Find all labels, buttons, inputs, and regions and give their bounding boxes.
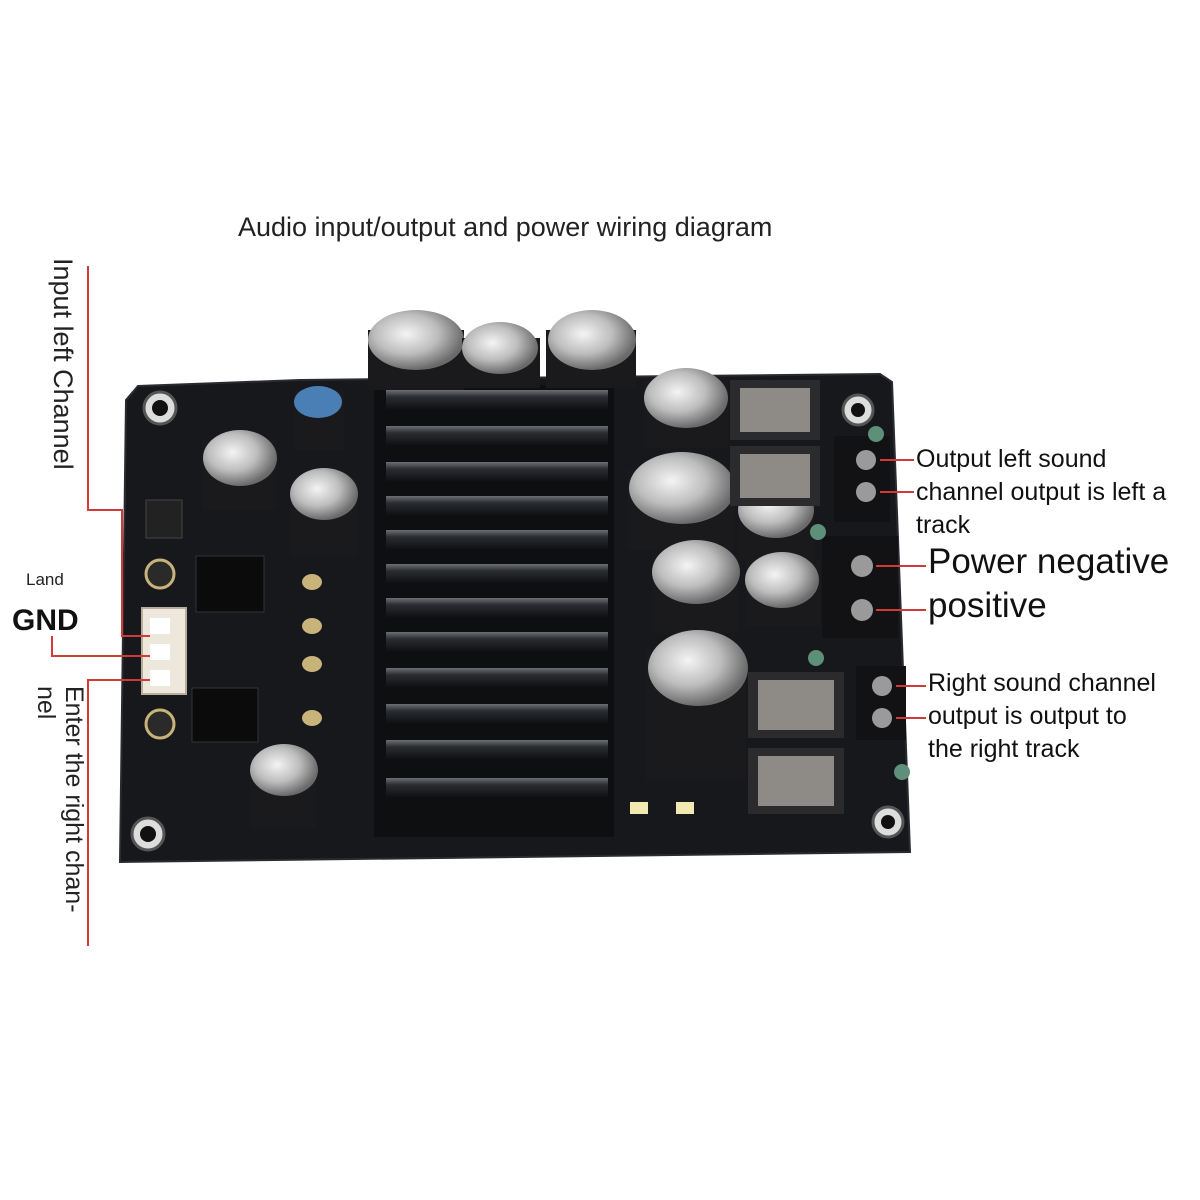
mount-hole bbox=[851, 403, 865, 417]
inductors bbox=[730, 380, 844, 814]
ic-chips bbox=[145, 499, 265, 743]
leader-lines bbox=[51, 266, 926, 946]
input-right-line-2: nel bbox=[32, 686, 60, 720]
input-left-channel-label: Input left Channel bbox=[48, 258, 78, 470]
diagram-title: Audio input/output and power wiring diag… bbox=[238, 212, 773, 242]
gnd-label: GND bbox=[12, 604, 79, 637]
output-right-line-2: output is output to bbox=[928, 702, 1127, 730]
mount-hole bbox=[140, 826, 156, 842]
output-left-line-3: track bbox=[916, 511, 971, 539]
power-label: Power negative positive bbox=[928, 540, 1169, 628]
output-right-line-1: Right sound channel bbox=[928, 669, 1156, 697]
input-connector bbox=[141, 607, 187, 695]
terminal-blocks bbox=[808, 426, 910, 780]
land-label: Land bbox=[26, 570, 64, 589]
led bbox=[676, 802, 694, 814]
led bbox=[630, 802, 648, 814]
mount-hole bbox=[152, 400, 168, 416]
input-right-line-1: Enter the right chan- bbox=[60, 686, 88, 913]
power-line-2: positive bbox=[928, 586, 1047, 625]
input-right-channel-label: Enter the right chan- nel bbox=[32, 686, 88, 913]
heatsink bbox=[374, 385, 614, 837]
output-left-line-1: Output left sound bbox=[916, 445, 1107, 473]
output-left-line-2: channel output is left a bbox=[916, 478, 1167, 506]
output-left-label: Output left sound channel output is left… bbox=[916, 443, 1166, 542]
power-line-1: Power negative bbox=[928, 542, 1170, 581]
mount-hole bbox=[881, 815, 895, 829]
output-right-line-3: the right track bbox=[928, 735, 1080, 763]
output-right-label: Right sound channel output is output to … bbox=[928, 667, 1156, 766]
capacitors bbox=[144, 310, 820, 828]
